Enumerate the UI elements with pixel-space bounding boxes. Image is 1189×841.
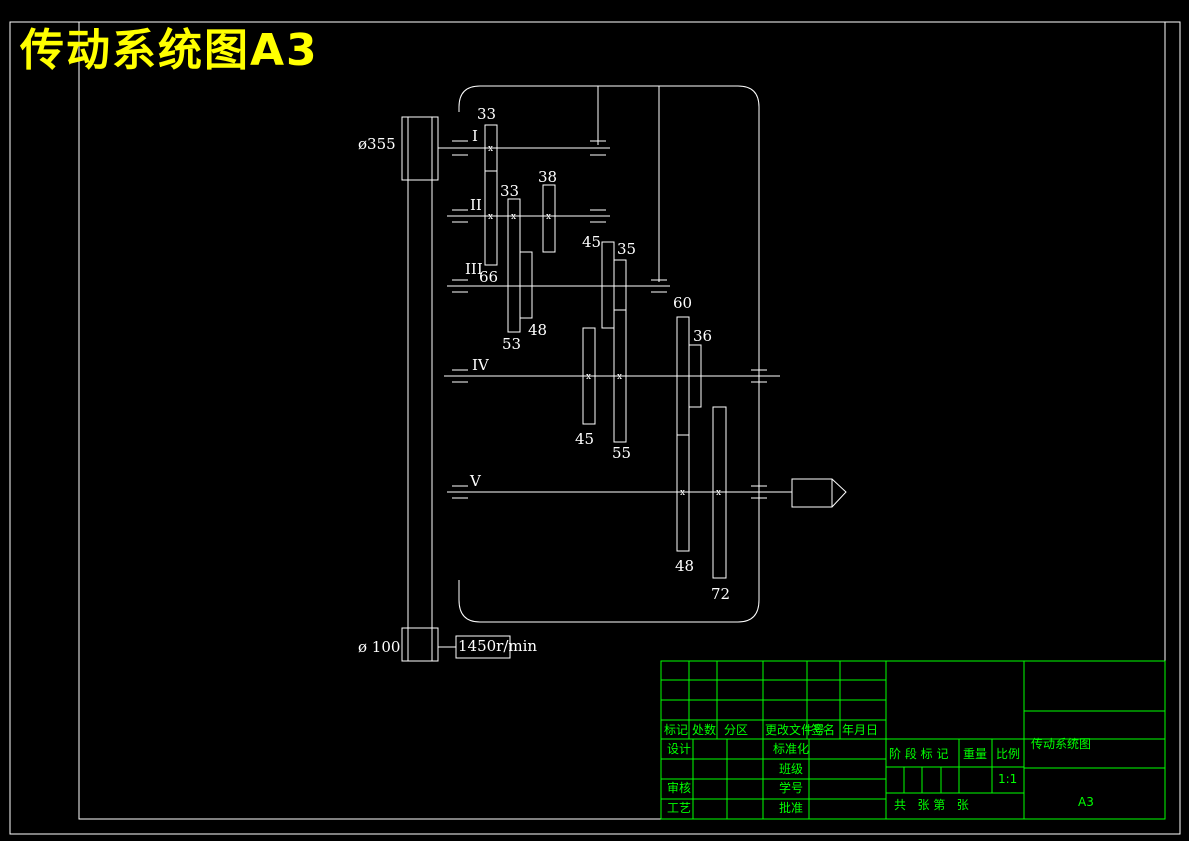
gear-label: 45: [582, 233, 601, 251]
svg-text:x: x: [680, 488, 685, 498]
pulley-small-label: ø 100: [358, 638, 400, 656]
title-block-text: 标记 处数 分区 更改文件号 签名 年月日 设计 标准化 班级 学号 审核 工艺…: [664, 722, 1094, 815]
gear-label: 66: [479, 268, 498, 286]
svg-text:x: x: [511, 212, 516, 222]
pulley-large-label: ø355: [358, 135, 396, 153]
tb-scale-header: 比例: [996, 747, 1020, 761]
gear-label: 36: [693, 327, 712, 345]
gear-label: 72: [711, 585, 730, 603]
gear-label: 48: [528, 321, 547, 339]
inner-border: [78, 21, 1166, 820]
shaft-label-V: V: [469, 472, 482, 490]
tb-class: 班级: [779, 762, 803, 776]
small-pulley: [401, 627, 439, 662]
tb-header-date: 年月日: [842, 723, 878, 737]
gear-label: 60: [673, 294, 692, 312]
svg-text:x: x: [488, 144, 493, 154]
transmission-diagram: [401, 85, 847, 662]
gear-label: 33: [500, 182, 519, 200]
shaft-label-IV: IV: [472, 356, 490, 374]
shaft-label-III: III: [465, 260, 483, 278]
gear-label: 33: [477, 105, 496, 123]
tb-design: 设计: [667, 742, 691, 756]
tb-header-change: 更改文件号: [765, 722, 825, 737]
svg-text:x: x: [716, 488, 721, 498]
svg-text:x: x: [586, 372, 591, 382]
tb-header-mark: 标记: [664, 723, 688, 737]
gear-label: 45: [575, 430, 594, 448]
tb-header-sign: 签名: [811, 722, 835, 737]
mesh-marks: x x x x x x x x: [488, 144, 721, 498]
gear-label: 53: [502, 335, 521, 353]
tb-approve: 批准: [779, 800, 803, 815]
tb-header-zone: 分区: [724, 723, 748, 737]
gears: [484, 124, 727, 579]
gearbox-housing: [458, 85, 760, 623]
bearings: [452, 140, 767, 499]
title-block: [660, 660, 1166, 820]
tb-student-id: 学号: [779, 780, 803, 795]
svg-text:x: x: [488, 212, 493, 222]
motor-label: 1450r/min: [458, 637, 537, 655]
gear-label: 38: [538, 168, 557, 186]
tb-drawing-size: A3: [1078, 795, 1094, 809]
tb-weight-header: 重量: [963, 747, 987, 761]
shaft-label-I: I: [472, 127, 478, 145]
svg-text:x: x: [546, 212, 551, 222]
tb-standardize: 标准化: [773, 742, 809, 756]
gear-label: 35: [617, 240, 636, 258]
svg-text:x: x: [617, 372, 622, 382]
sheet-title: 传动系统图A3: [20, 25, 319, 76]
tb-scale-value: 1:1: [998, 772, 1017, 786]
tb-review: 审核: [667, 780, 691, 795]
gear-label: 48: [675, 557, 694, 575]
large-pulley: [401, 116, 439, 181]
tb-drawing-name: 传动系统图: [1031, 736, 1091, 751]
shaft-label-II: II: [470, 196, 482, 214]
tb-stage-header: 阶 段 标 记: [889, 746, 948, 761]
output-bevel-gear: [791, 478, 847, 508]
outer-border: [9, 21, 1181, 835]
tb-process: 工艺: [667, 801, 691, 815]
gear-label: 55: [612, 444, 631, 462]
tb-header-count: 处数: [692, 722, 716, 737]
tb-sheet-count: 共 张 第 张: [894, 798, 969, 812]
